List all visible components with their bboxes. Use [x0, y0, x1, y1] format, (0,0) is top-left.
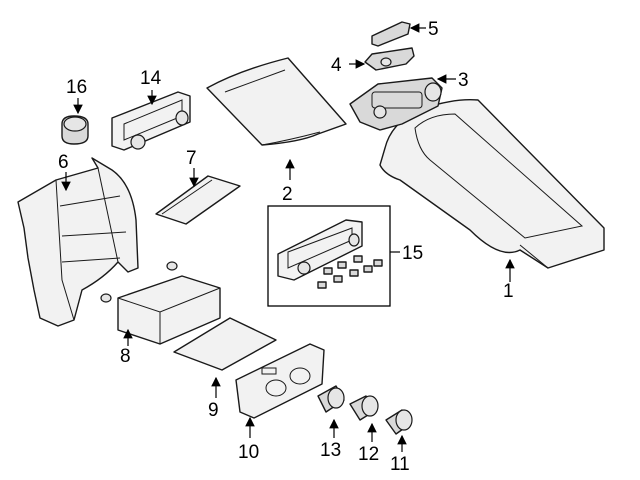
callout-5: 5	[428, 19, 439, 40]
callout-11: 11	[390, 454, 410, 475]
callout-13: 13	[320, 440, 341, 461]
callout-7: 7	[186, 148, 197, 169]
callout-16: 16	[66, 77, 87, 98]
callout-4: 4	[331, 55, 342, 76]
bin-mat-part	[173, 317, 277, 371]
liner-mat-part	[206, 57, 347, 146]
plug-part	[385, 409, 413, 435]
lighter-socket-part	[349, 395, 379, 421]
socket-part	[61, 115, 89, 145]
rear-vent-housing-part	[349, 77, 443, 131]
callout-14: 14	[140, 68, 162, 89]
inset-control-panel	[267, 205, 391, 307]
callout-6: 6	[58, 152, 69, 173]
side-frame-part	[17, 157, 139, 327]
callout-2: 2	[282, 184, 293, 205]
storage-bin-part	[100, 261, 221, 345]
bezel-part	[235, 343, 325, 419]
callout-3: 3	[458, 70, 469, 91]
trim-cap-part	[371, 21, 411, 47]
rear-control-panel-part	[111, 91, 191, 151]
callout-8: 8	[120, 346, 131, 367]
bracket-part	[364, 47, 415, 71]
callout-1: 1	[503, 281, 514, 302]
callout-10: 10	[238, 442, 259, 463]
callout-9: 9	[208, 400, 219, 421]
power-outlet-part	[317, 385, 345, 413]
callout-15: 15	[402, 243, 423, 264]
callout-12: 12	[358, 444, 379, 465]
console-pad-part	[155, 175, 241, 225]
